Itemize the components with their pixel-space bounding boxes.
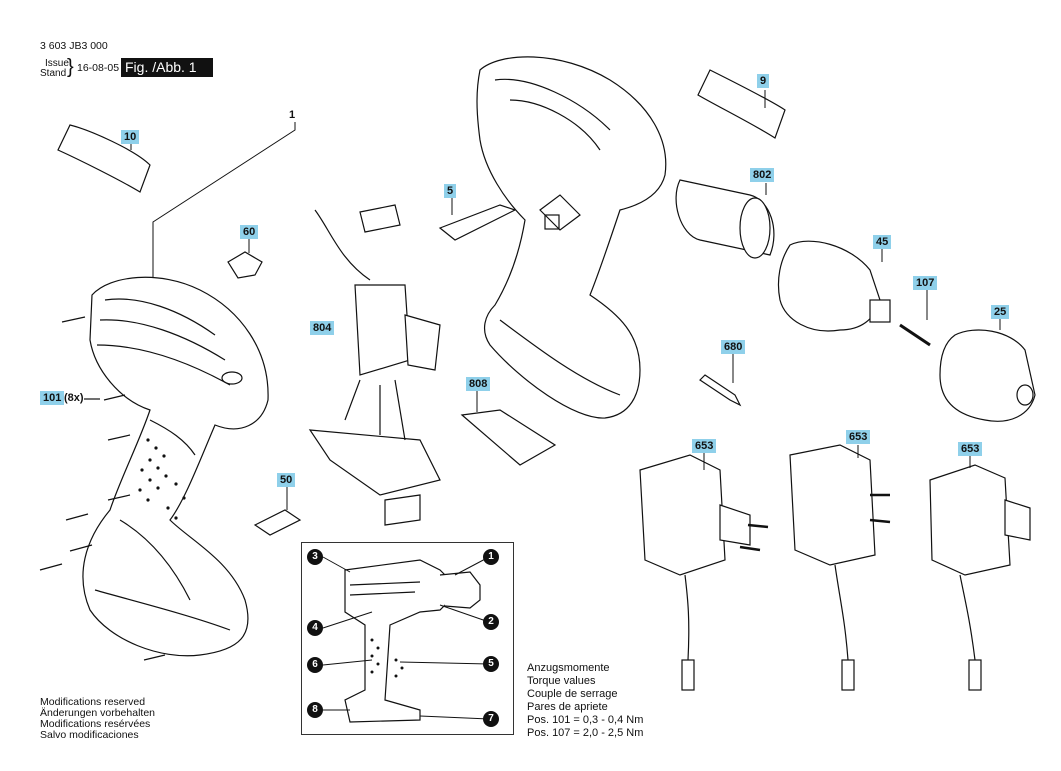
part-60 [227,251,263,279]
screw-107 [899,290,931,347]
label-60: 60 [240,225,259,239]
stand-label: Stand [40,68,67,79]
label-653-eu: 653 [692,439,717,453]
charger-653-uk [929,456,1031,691]
charger-653-us [789,444,891,691]
torque-pos: Pos. 101 [527,714,571,726]
housing-left-half [82,276,269,657]
torque-eq: = [573,714,580,726]
label-802: 802 [750,168,775,182]
plate-808 [460,409,557,466]
torque-heading-fr: Couple de serrage [527,688,618,700]
motor-802 [675,179,775,259]
assembly-bracket-line [152,122,296,285]
label-804: 804 [310,321,335,335]
torque-heading-en: Torque values [527,675,596,687]
label-653-us: 653 [846,430,871,444]
inset-callout-2: 2 [483,614,499,630]
charger-653-eu [639,452,769,691]
inset-callout-3: 3 [307,549,323,565]
label-680: 680 [721,340,746,354]
note-line-3: Modifications resérvées [40,718,151,730]
issue-date: 16-08-05 [77,62,120,74]
torque-table: Pos. 101 = 0,3 - 0,4 Nm Pos. 107 = 2,0 -… [527,714,646,740]
switch-804 [308,204,441,526]
torque-value: 0,3 - 0,4 Nm [582,714,644,726]
note-line-4: Salvo modificaciones [40,729,139,741]
torque-heading-de: Anzugsmomente [527,662,610,674]
screws-101 [39,316,166,661]
torque-heading-es: Pares de apriete [527,701,608,713]
inset-callout-6: 6 [307,657,323,673]
torque-eq: = [573,727,580,739]
torque-value: 2,0 - 2,5 Nm [582,727,644,739]
gearbox-45 [777,240,891,332]
label-101-quantity: (8x) [64,392,84,404]
label-45: 45 [873,235,892,249]
label-101: 101 [40,391,65,405]
torque-pos: Pos. 107 [527,727,571,739]
housing-right-half [476,56,667,419]
bit-680 [699,374,742,407]
label-10: 10 [121,130,140,144]
chuck-25 [939,318,1036,422]
inset-box [301,542,514,735]
torque-row: Pos. 107 = 2,0 - 2,5 Nm [527,727,646,740]
torque-row: Pos. 101 = 0,3 - 0,4 Nm [527,714,646,727]
part-50-key [253,509,302,536]
brace: } [67,56,74,78]
note-line-1: Modifications reserved [40,696,146,708]
label-107: 107 [913,276,938,290]
label-5: 5 [444,184,457,198]
note-line-2: Änderungen vorbehalten [40,707,156,719]
label-808: 808 [466,377,491,391]
inset-callout-4: 4 [307,620,323,636]
inset-callout-7: 7 [483,711,499,727]
inset-drill [322,556,490,723]
label-1: 1 [289,109,296,121]
inset-callout-8: 8 [307,702,323,718]
label-50: 50 [277,473,296,487]
label-25: 25 [991,305,1010,319]
part-9-tube [697,69,786,139]
torque-block: Anzugsmomente Torque values Couple de se… [527,662,646,740]
inset-callout-1: 1 [483,549,499,565]
part-10-tube [57,124,151,193]
label-9: 9 [757,74,770,88]
issue-label: Issue [45,58,69,69]
inset-callout-5: 5 [483,656,499,672]
part-number: 3 603 JB3 000 [40,40,108,52]
part-5-button [438,204,517,241]
label-653-uk: 653 [958,442,983,456]
figure-label: Fig. /Abb. 1 [121,58,213,77]
